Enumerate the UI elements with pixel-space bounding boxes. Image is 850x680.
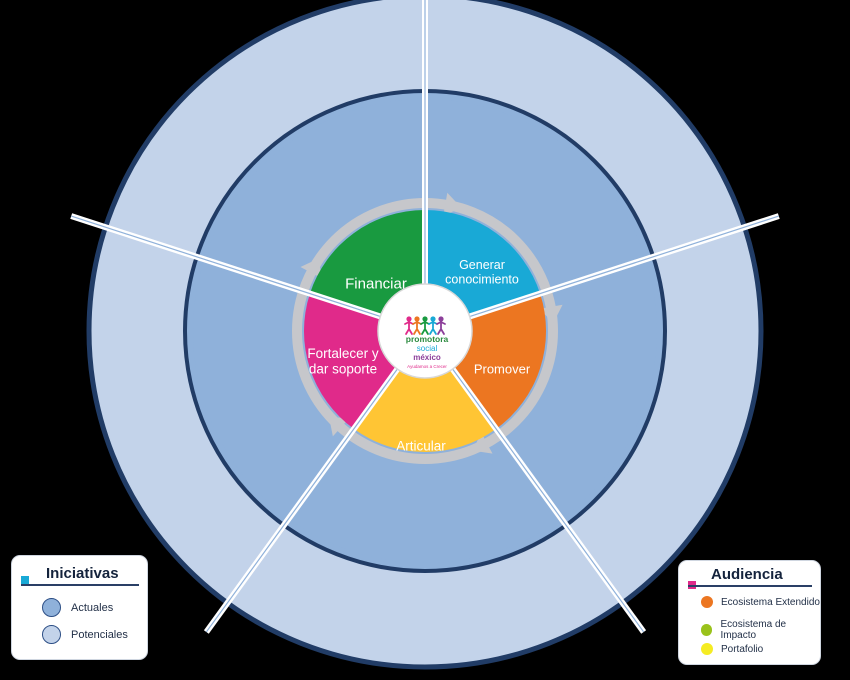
divider-core-3 — [205, 363, 402, 633]
segment-3 — [353, 331, 497, 452]
extendido-swatch — [701, 596, 713, 608]
segment-label-1: Generar — [459, 258, 505, 272]
portafolio-swatch — [701, 643, 713, 655]
legend-item-portafolio: Portafolio — [701, 643, 763, 655]
potenciales-swatch — [42, 625, 61, 644]
actuales-swatch — [42, 598, 61, 617]
legend-item-actuales: Actuales — [42, 598, 113, 617]
segment-labels: Financiar GenerarconocimientoPromoverArti… — [307, 258, 530, 454]
logo-text-1: social — [417, 344, 438, 353]
legend-item-label: Potenciales — [71, 628, 128, 641]
segment-label-1: conocimiento — [445, 273, 519, 287]
segment-label-4: dar soporte — [309, 361, 377, 376]
segment-label-0: Financiar — [345, 275, 407, 292]
legend-item-ecosistema-extendido: Ecosistema Extendido — [701, 596, 820, 608]
arrowhead-0 — [443, 192, 461, 217]
legend-iniciativas-marker — [21, 576, 29, 584]
segment-label-2: Promover — [474, 362, 531, 377]
impacto-swatch — [701, 624, 713, 636]
segment-label-4: Fortalecer y — [307, 346, 379, 361]
logo-figures-icon — [404, 316, 446, 335]
legend-item-ecosistema-impacto: Ecosistema de Impacto — [701, 619, 820, 641]
legend-item-label: Actuales — [71, 601, 114, 614]
legend-item-label: Portafolio — [721, 643, 764, 655]
divider-core-4 — [71, 215, 388, 320]
legend-iniciativas-title: Iniciativas — [46, 565, 119, 582]
legend-audiencia: Audiencia Ecosistema Extendido Ecosistem… — [678, 560, 821, 665]
arrowhead-2 — [472, 432, 493, 454]
logo-text-0: promotora — [406, 334, 449, 344]
sector-dividers — [70, 0, 780, 634]
legend-item-potenciales: Potenciales — [42, 625, 128, 644]
divider-core-2 — [448, 363, 645, 633]
arrowhead-4 — [300, 258, 322, 279]
segment-label-3: Articular — [396, 439, 446, 454]
legend-item-label: Ecosistema Extendido — [721, 596, 820, 608]
legend-audiencia-rule — [688, 585, 812, 587]
legend-iniciativas: Iniciativas Actuales Potenciales — [11, 555, 148, 660]
arrowhead-3 — [328, 416, 349, 437]
legend-item-label: Ecosistema de Impacto — [720, 619, 787, 641]
logo-disc — [377, 283, 473, 379]
legend-iniciativas-rule — [21, 584, 139, 586]
logo-text-2: méxico — [413, 353, 441, 362]
divider-core-1 — [462, 215, 779, 320]
logo-text-3: Ayudamos a Crecer — [407, 364, 447, 369]
legend-audiencia-title: Audiencia — [711, 566, 783, 583]
cycle-arrowheads — [300, 192, 563, 454]
arrowhead-1 — [538, 304, 563, 323]
